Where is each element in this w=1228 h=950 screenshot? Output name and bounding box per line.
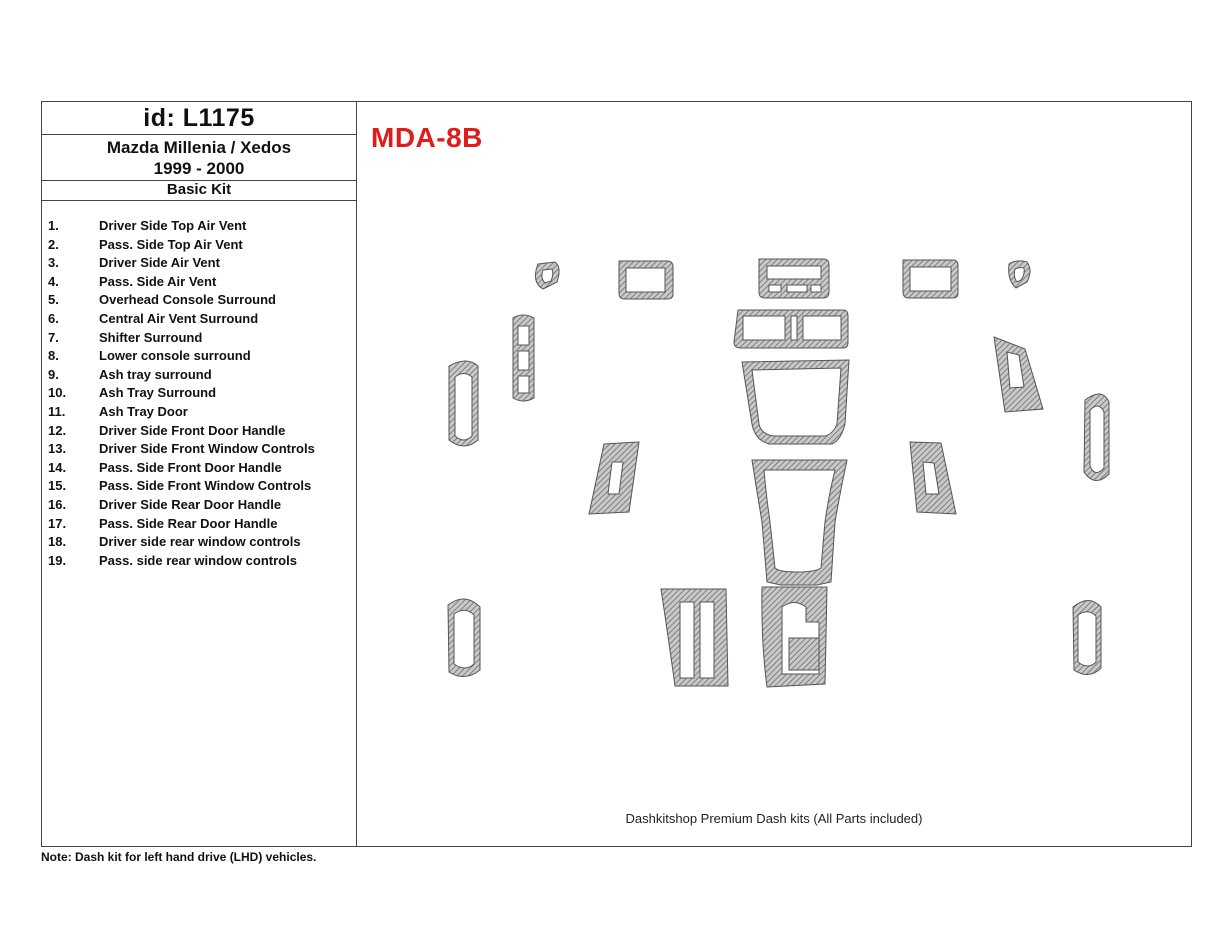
- part-number: 14.: [48, 459, 67, 475]
- part-list-item: 9. Ash tray surround: [48, 367, 356, 386]
- part-label: Pass. side rear window controls: [99, 552, 297, 568]
- part-label: Driver Side Top Air Vent: [99, 218, 247, 233]
- part-list-item: 14. Pass. Side Front Door Handle: [48, 460, 356, 479]
- part-label: Pass. Side Front Window Controls: [99, 478, 312, 494]
- part-driver-side-front-door-handle: [448, 360, 479, 447]
- part-label: Pass. Side Rear Door Handle: [99, 515, 278, 531]
- part-driver-side-front-window-controls: [512, 314, 535, 402]
- part-label: Pass. Side Front Door Handle: [99, 459, 282, 475]
- part-label: Lower console surround: [99, 348, 251, 364]
- kit-type: Basic Kit: [42, 181, 356, 201]
- part-number: 18.: [48, 534, 67, 550]
- part-number: 7.: [48, 329, 59, 345]
- part-list-item: 15. Pass. Side Front Window Controls: [48, 478, 356, 497]
- part-label: Driver Side Rear Door Handle: [99, 496, 282, 512]
- part-lower-console-surround: [751, 459, 848, 586]
- vehicle-name: Mazda Millenia / Xedos: [106, 138, 292, 157]
- part-list-item: 10. Ash Tray Surround: [48, 385, 356, 404]
- part-pass-side-air-vent: [902, 259, 959, 299]
- part-number: 3.: [48, 255, 59, 271]
- part-shifter-surround: [741, 359, 850, 445]
- part-number: 13.: [48, 441, 67, 457]
- part-list-item: 18. Driver side rear window controls: [48, 534, 356, 553]
- part-list-item: 7. Shifter Surround: [48, 330, 356, 349]
- part-pass-side-top-air-vent: [1008, 260, 1031, 289]
- part-list-item: 6. Central Air Vent Surround: [48, 311, 356, 330]
- part-number: 12.: [48, 422, 67, 438]
- part-number: 10.: [48, 385, 67, 401]
- part-overhead-console-surround: [758, 258, 830, 299]
- part-number: 15.: [48, 478, 67, 494]
- part-pass-side-front-door-handle: [1083, 393, 1110, 481]
- part-list-item: 12. Driver Side Front Door Handle: [48, 423, 356, 442]
- vehicle-years: 1999 - 2000: [153, 159, 245, 178]
- part-label: Driver Side Front Door Handle: [99, 422, 286, 438]
- part-central-air-vent-surround: [733, 309, 849, 349]
- vehicle-model: Mazda Millenia / Xedos 1999 - 2000: [42, 135, 356, 181]
- part-driver-side-rear-window-controls: [660, 588, 729, 687]
- lhd-note: Note: Dash kit for left hand drive (LHD)…: [41, 850, 317, 864]
- part-label: Ash tray surround: [99, 366, 212, 382]
- part-list-item: 3. Driver Side Air Vent: [48, 255, 356, 274]
- part-label: Ash Tray Door: [99, 403, 188, 419]
- kit-id: id: L1175: [42, 102, 356, 135]
- parts-list: 1. Driver Side Top Air Vent 2. Pass. Side T…: [42, 201, 356, 571]
- part-number: 17.: [48, 515, 67, 531]
- part-number: 11.: [48, 403, 66, 419]
- part-number: 8.: [48, 348, 59, 364]
- part-pass-side-front-window-controls: [993, 336, 1044, 413]
- part-list-item: 17. Pass. Side Rear Door Handle: [48, 516, 356, 535]
- part-number: 4.: [48, 273, 59, 289]
- part-list-item: 8. Lower console surround: [48, 348, 356, 367]
- part-number: 19.: [48, 552, 67, 568]
- part-number: 2.: [48, 236, 59, 252]
- part-list-item: 1. Driver Side Top Air Vent: [48, 218, 356, 237]
- part-number: 9.: [48, 366, 59, 382]
- part-list-item: 4. Pass. Side Air Vent: [48, 274, 356, 293]
- part-driver-side-rear-door-handle: [447, 598, 481, 677]
- part-list-item: 19. Pass. side rear window controls: [48, 553, 356, 572]
- part-list-item: 13. Driver Side Front Window Controls: [48, 441, 356, 460]
- part-list-item: 5. Overhead Console Surround: [48, 292, 356, 311]
- part-ash-tray-surround-left: [588, 441, 640, 515]
- part-driver-side-top-air-vent: [534, 261, 560, 290]
- part-driver-side-air-vent: [618, 260, 674, 300]
- part-number: 6.: [48, 310, 59, 326]
- part-label: Shifter Surround: [99, 329, 203, 345]
- parts-diagram: [447, 258, 1110, 688]
- part-pass-side-rear-door-handle: [1072, 600, 1102, 675]
- part-list-item: 16. Driver Side Rear Door Handle: [48, 497, 356, 516]
- diagram-caption: Dashkitshop Premium Dash kits (All Parts…: [625, 811, 923, 826]
- part-label: Central Air Vent Surround: [99, 310, 259, 326]
- kit-info-panel: id: L1175 Mazda Millenia / Xedos 1999 - …: [42, 102, 357, 846]
- part-number: 5.: [48, 292, 59, 308]
- diagram-panel: MDA-8B: [357, 102, 1191, 846]
- part-number: 16.: [48, 496, 67, 512]
- part-label: Pass. Side Top Air Vent: [99, 236, 243, 252]
- part-label: Pass. Side Air Vent: [99, 273, 217, 289]
- kit-sheet: id: L1175 Mazda Millenia / Xedos 1999 - …: [41, 101, 1192, 847]
- part-ash-tray-surround: [761, 586, 828, 688]
- part-ash-tray-surround-right: [909, 441, 957, 515]
- part-label: Driver side rear window controls: [99, 534, 301, 550]
- part-label: Overhead Console Surround: [99, 292, 276, 308]
- part-list-item: 11. Ash Tray Door: [48, 404, 356, 423]
- part-ash-tray-door: [788, 637, 820, 671]
- part-label: Ash Tray Surround: [99, 385, 217, 401]
- part-number: 1.: [48, 218, 59, 233]
- part-label: Driver Side Air Vent: [99, 255, 220, 271]
- part-label: Driver Side Front Window Controls: [99, 441, 315, 457]
- kit-code: MDA-8B: [371, 122, 483, 153]
- part-list-item: 2. Pass. Side Top Air Vent: [48, 237, 356, 256]
